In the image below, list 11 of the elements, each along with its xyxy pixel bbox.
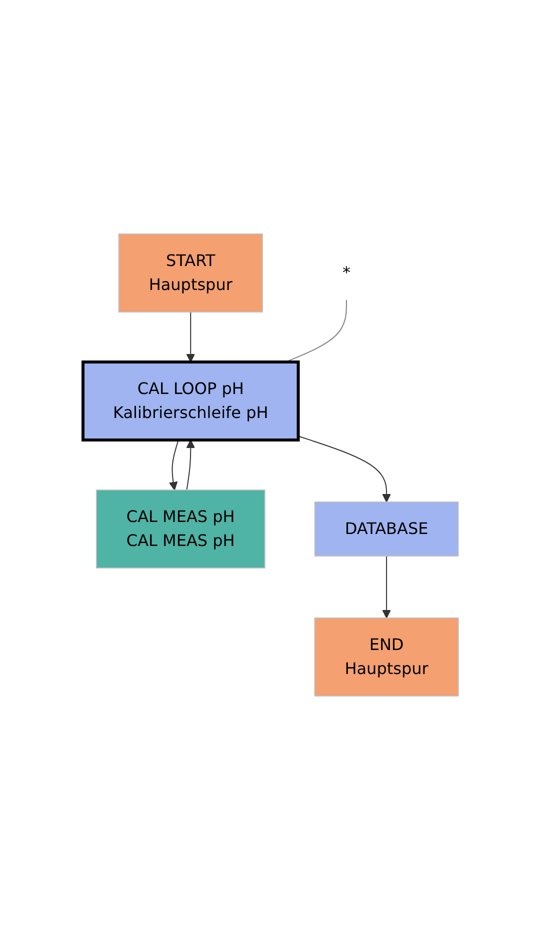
node-text: * <box>342 263 351 282</box>
node-box: START Hauptspur <box>118 234 264 312</box>
node-box: CAL MEAS pH CAL MEAS pH <box>96 490 266 568</box>
arrow <box>186 440 196 490</box>
arrow <box>169 440 180 490</box>
arrow <box>298 436 392 502</box>
node-box: DATABASE <box>314 502 460 556</box>
node-box: END Hauptspur <box>314 617 460 696</box>
arrow <box>186 312 196 362</box>
arrow <box>382 556 392 618</box>
node-box: CAL LOOP pH Kalibrierschleife pH <box>82 360 300 442</box>
